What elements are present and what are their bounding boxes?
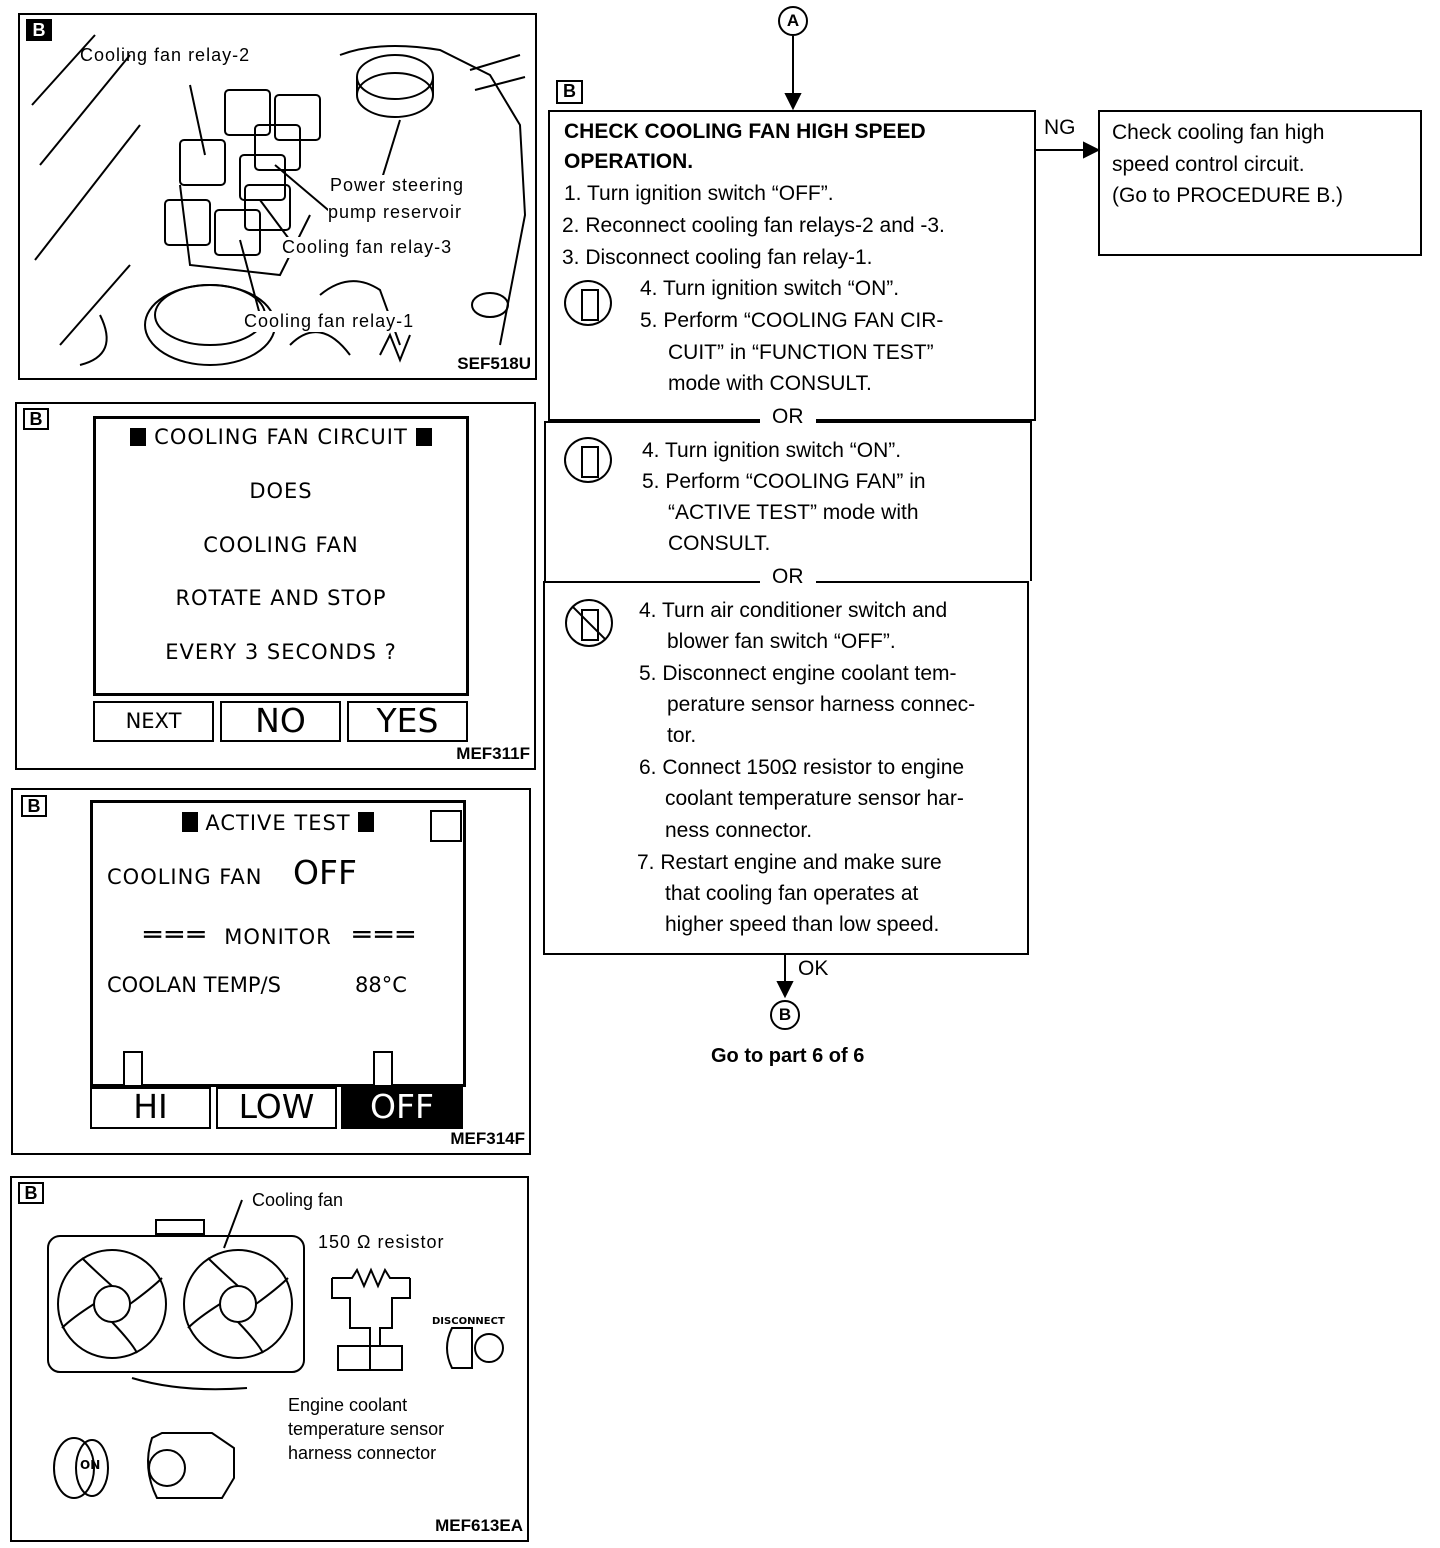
check-title-2: OPERATION. — [564, 150, 694, 173]
s3-step-6: 6. Connect 150Ω resistor to engine — [639, 756, 965, 779]
ng-box: Check cooling fan high speed control cir… — [1098, 110, 1422, 256]
label-connector-1: Engine coolant — [288, 1395, 408, 1415]
consult-icon — [564, 437, 612, 483]
ignition-on-icon: ON — [80, 1458, 101, 1472]
ng-line-3: (Go to PROCEDURE B.) — [1112, 184, 1344, 207]
figure-code: MEF311F — [456, 744, 530, 763]
s2-step-5: 5. Perform “COOLING FAN” in — [642, 470, 926, 493]
consult-screen: COOLING FAN CIRCUIT DOES COOLING FAN ROT… — [93, 416, 469, 696]
step-2: 2. Reconnect cooling fan relays-2 and -3… — [562, 214, 945, 237]
s3-step-4: 4. Turn air conditioner switch and — [639, 599, 948, 622]
next-button[interactable]: NEXT — [93, 701, 214, 742]
hi-button[interactable]: HI — [90, 1087, 211, 1129]
hand-icon — [373, 1051, 393, 1087]
engine-bay-illustration — [31, 34, 527, 366]
s1-step-4: 4. Turn ignition switch “ON”. — [640, 277, 900, 300]
screen-title: ACTIVE TEST — [93, 811, 463, 835]
connector-a: A — [778, 6, 808, 36]
monitor-heading: ═ ═ ═ MONITOR ═ ═ ═ — [144, 918, 414, 951]
or-section-2: 4. Turn ignition switch “ON”. 5. Perform… — [544, 421, 1032, 581]
check-box: CHECK COOLING FAN HIGH SPEED OPERATION. … — [548, 110, 1036, 421]
label-resistor: 150 Ω resistor — [318, 1232, 445, 1252]
label-connector-2: temperature sensor — [288, 1419, 445, 1439]
ok-label: OK — [798, 957, 829, 980]
step-1: 1. Turn ignition switch “OFF”. — [564, 182, 834, 205]
label-pump-reservoir: pump reservoir — [328, 202, 463, 223]
section-badge: B — [18, 1182, 44, 1204]
connector-b: B — [770, 1000, 800, 1030]
s3-step-6-cont: ness connector. — [665, 819, 813, 842]
screen-line-1: DOES — [249, 479, 313, 503]
yes-button[interactable]: YES — [347, 701, 468, 742]
active-test-figure: B ACTIVE TEST COOLING FAN OFF ═ ═ ═ MONI… — [11, 788, 531, 1155]
s3-step-7: 7. Restart engine and make sure — [637, 851, 942, 874]
function-test-figure: B COOLING FAN CIRCUIT DOES COOLING FAN R… — [15, 402, 536, 770]
consult-icon — [564, 280, 612, 326]
fan-and-resistor-illustration — [47, 1199, 504, 1499]
off-button[interactable]: OFF — [341, 1087, 463, 1129]
resistor-figure: B Cooling fan 150 Ω resistor DISCONNEC — [10, 1176, 529, 1542]
or-divider: OR — [760, 405, 816, 429]
checkbox-icon — [430, 810, 462, 842]
s3-step-5: 5. Disconnect engine coolant tem- — [639, 662, 957, 685]
s1-step-5-cont: mode with CONSULT. — [668, 372, 872, 395]
or-divider: OR — [760, 565, 816, 589]
label-disconnect: DISCONNECT — [432, 1316, 505, 1327]
ng-label: NG — [1044, 116, 1076, 139]
ng-line-1: Check cooling fan high — [1112, 121, 1325, 144]
or-section-3: 4. Turn air conditioner switch and blowe… — [543, 581, 1029, 955]
screen-line-3: ROTATE AND STOP — [175, 586, 387, 610]
screen-line-2: COOLING FAN — [203, 533, 359, 557]
section-badge: B — [26, 19, 52, 41]
temp-label: COOLAN TEMP/S — [107, 973, 281, 997]
s2-step-5-cont: “ACTIVE TEST” mode with — [668, 501, 919, 524]
s3-step-6-cont: coolant temperature sensor har- — [665, 787, 964, 810]
fan-label: COOLING FAN — [107, 865, 263, 889]
s2-step-5-cont: CONSULT. — [668, 532, 771, 555]
s3-step-7-cont: that cooling fan operates at — [665, 882, 919, 905]
section-badge: B — [23, 408, 49, 430]
figure-code: SEF518U — [457, 354, 531, 373]
hand-icon — [123, 1051, 143, 1087]
ng-line-2: speed control circuit. — [1112, 153, 1305, 176]
fan-value: OFF — [293, 853, 357, 892]
figure-code: MEF613EA — [435, 1516, 523, 1535]
screen-line-4: EVERY 3 SECONDS ? — [165, 640, 397, 664]
check-title: CHECK COOLING FAN HIGH SPEED — [564, 120, 926, 143]
s3-step-5-cont: tor. — [667, 724, 697, 747]
label-cooling-fan: Cooling fan — [252, 1190, 344, 1210]
screen-title: COOLING FAN CIRCUIT — [96, 425, 466, 449]
no-consult-icon — [565, 599, 613, 647]
temp-value: 88°C — [355, 973, 407, 997]
section-badge: B — [556, 80, 583, 104]
s1-step-5: 5. Perform “COOLING FAN CIR- — [640, 309, 944, 332]
s3-step-4-cont: blower fan switch “OFF”. — [667, 630, 896, 653]
label-power-steering: Power steering — [330, 175, 465, 196]
next-part-label: Go to part 6 of 6 — [711, 1045, 865, 1067]
s1-step-5-cont: CUIT” in “FUNCTION TEST” — [668, 341, 934, 364]
s3-step-7-cont: higher speed than low speed. — [665, 913, 940, 936]
step-3: 3. Disconnect cooling fan relay-1. — [562, 246, 873, 269]
no-button[interactable]: NO — [220, 701, 341, 742]
consult-screen: ACTIVE TEST COOLING FAN OFF ═ ═ ═ MONITO… — [90, 800, 466, 1087]
label-relay-2: Cooling fan relay-2 — [80, 45, 251, 65]
label-relay-1: Cooling fan relay-1 — [244, 311, 415, 332]
label-relay-3: Cooling fan relay-3 — [282, 237, 453, 258]
s2-step-4: 4. Turn ignition switch “ON”. — [642, 439, 902, 462]
low-button[interactable]: LOW — [216, 1087, 337, 1129]
figure-code: MEF314F — [450, 1129, 525, 1148]
relay-location-figure: B — [18, 13, 537, 380]
s3-step-5-cont: perature sensor harness connec- — [667, 693, 976, 716]
section-badge: B — [21, 795, 47, 817]
label-connector-3: harness connector — [288, 1443, 437, 1463]
